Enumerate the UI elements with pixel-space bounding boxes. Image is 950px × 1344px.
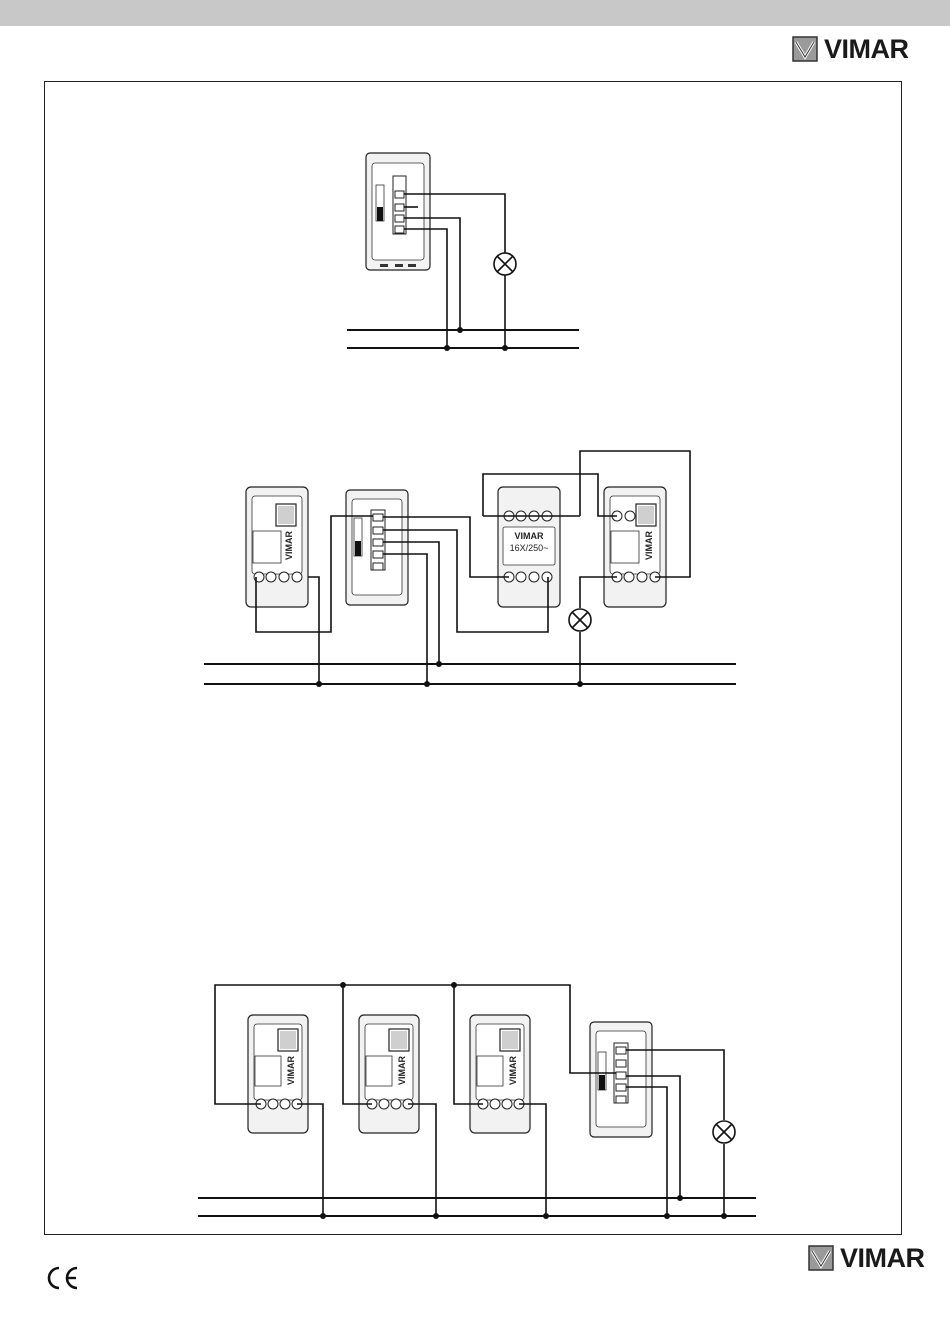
lamp-icon (494, 253, 516, 275)
relay-brand-text: VIMAR (515, 531, 545, 541)
wiring-diagram-1 (347, 153, 579, 351)
wiring-diagram-2: VIMAR VIMAR 16X/250~ (204, 451, 736, 687)
push-button-device: VIMAR (359, 1015, 419, 1133)
vimar-logo-icon (808, 1245, 834, 1271)
thermostat-device (366, 153, 430, 270)
push-button-device: VIMAR (604, 487, 666, 607)
relay-device: VIMAR 16X/250~ (498, 487, 560, 607)
lamp-icon (713, 1121, 735, 1143)
vimar-logo-bottom: VIMAR (808, 1245, 925, 1271)
module-brand-text: VIMAR (508, 1056, 518, 1086)
module-brand-text: VIMAR (286, 1056, 296, 1086)
relay-rating-text: 16X/250~ (510, 543, 549, 553)
push-button-device: VIMAR (248, 1015, 308, 1133)
thermostat-device (346, 490, 408, 605)
lamp-icon (569, 609, 591, 631)
brand-name: VIMAR (840, 1245, 925, 1271)
ce-mark-icon (44, 1265, 80, 1291)
push-button-device: VIMAR (470, 1015, 530, 1133)
module-brand-text: VIMAR (644, 531, 654, 561)
thermostat-device (590, 1022, 652, 1137)
wiring-diagram-3: VIMAR VIMAR VIMAR (198, 982, 756, 1219)
module-brand-text: VIMAR (397, 1056, 407, 1086)
module-brand-text: VIMAR (284, 531, 294, 561)
